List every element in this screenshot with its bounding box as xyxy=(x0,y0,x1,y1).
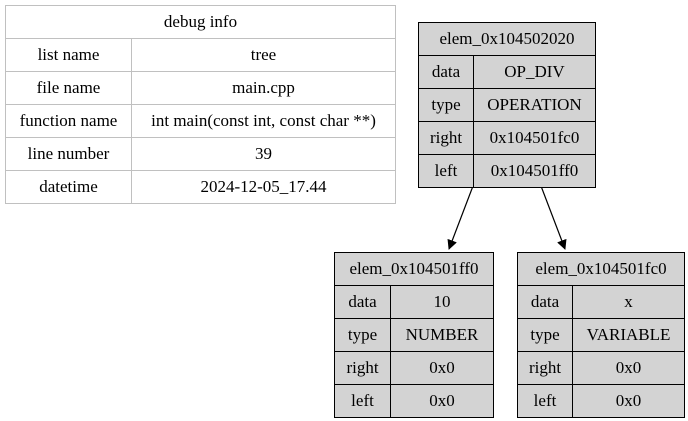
row-key: file name xyxy=(6,72,132,104)
edge-left-arrow xyxy=(447,185,474,250)
field-value: x xyxy=(624,292,633,311)
field-value: 0x0 xyxy=(615,358,642,377)
edge-right-arrow xyxy=(540,185,567,250)
field-value: NUMBER xyxy=(405,325,479,344)
node-field-left: left 0x104501ff0 xyxy=(419,155,595,187)
field-value: 0x104501fc0 xyxy=(489,128,580,147)
field-value: VARIABLE xyxy=(586,325,671,344)
field-value: 0x104501ff0 xyxy=(490,161,579,180)
debug-info-table: debug info list name tree file name main… xyxy=(5,5,396,204)
field-label: right xyxy=(518,352,573,384)
row-key: function name xyxy=(6,105,132,137)
field-label: left xyxy=(419,155,474,187)
node-title: elem_0x104502020 xyxy=(419,23,595,56)
row-value: 39 xyxy=(255,144,272,163)
field-value: 0x0 xyxy=(615,391,642,410)
field-label: right xyxy=(335,352,391,384)
field-label: type xyxy=(419,89,474,121)
field-value: OPERATION xyxy=(487,95,582,114)
node-title: elem_0x104501fc0 xyxy=(518,253,684,286)
node-field-data: data OP_DIV xyxy=(419,56,595,89)
row-value: tree xyxy=(250,45,277,64)
table-row: file name main.cpp xyxy=(6,72,395,105)
field-label: data xyxy=(335,286,391,318)
node-field-left: left 0x0 xyxy=(335,385,493,417)
table-row: list name tree xyxy=(6,39,395,72)
field-label: left xyxy=(335,385,391,417)
table-row: line number 39 xyxy=(6,138,395,171)
table-row: function name int main(const int, const … xyxy=(6,105,395,138)
node-field-data: data 10 xyxy=(335,286,493,319)
row-value: int main(const int, const char **) xyxy=(151,111,376,130)
field-value: OP_DIV xyxy=(504,62,565,81)
row-value: main.cpp xyxy=(232,78,295,97)
node-field-right: right 0x0 xyxy=(335,352,493,385)
row-key: list name xyxy=(6,39,132,71)
row-key: datetime xyxy=(6,171,132,203)
field-label: right xyxy=(419,122,474,154)
node-field-left: left 0x0 xyxy=(518,385,684,417)
table-row: datetime 2024-12-05_17.44 xyxy=(6,171,395,203)
tree-node-root: elem_0x104502020 data OP_DIV type OPERAT… xyxy=(418,22,596,188)
node-field-right: right 0x104501fc0 xyxy=(419,122,595,155)
field-label: type xyxy=(518,319,573,351)
field-label: data xyxy=(518,286,573,318)
field-label: data xyxy=(419,56,474,88)
node-field-data: data x xyxy=(518,286,684,319)
node-title: elem_0x104501ff0 xyxy=(335,253,493,286)
debug-info-title: debug info xyxy=(6,6,395,39)
node-field-type: type VARIABLE xyxy=(518,319,684,352)
tree-node-left-child: elem_0x104501ff0 data 10 type NUMBER rig… xyxy=(334,252,494,418)
node-field-type: type OPERATION xyxy=(419,89,595,122)
tree-node-right-child: elem_0x104501fc0 data x type VARIABLE ri… xyxy=(517,252,685,418)
field-value: 0x0 xyxy=(429,391,455,410)
field-label: type xyxy=(335,319,391,351)
node-field-type: type NUMBER xyxy=(335,319,493,352)
field-value: 0x0 xyxy=(429,358,455,377)
field-label: left xyxy=(518,385,573,417)
field-value: 10 xyxy=(433,292,451,311)
row-key: line number xyxy=(6,138,132,170)
node-field-right: right 0x0 xyxy=(518,352,684,385)
row-value: 2024-12-05_17.44 xyxy=(200,177,327,196)
